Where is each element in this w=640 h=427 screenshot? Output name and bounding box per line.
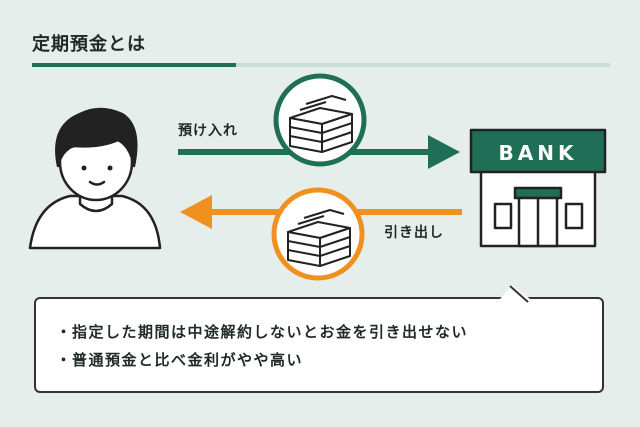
note-item: ・普通預金と比べ金利がやや高い <box>56 351 304 369</box>
money-stack-icon-deposit <box>273 73 367 167</box>
withdraw-label: 引き出し <box>384 225 444 241</box>
note-box <box>34 297 604 393</box>
person-icon <box>28 107 162 250</box>
deposit-label: 預け入れ <box>178 123 238 139</box>
title-underline-accent <box>32 63 236 67</box>
page-title: 定期預金とは <box>32 34 146 55</box>
title-underline <box>32 63 610 67</box>
bank-sign-text: BANK <box>498 141 578 165</box>
bank-building-icon <box>469 128 607 248</box>
note-item: ・指定した期間は中途解約しないとお金を引き出せない <box>56 323 469 341</box>
money-stack-icon-withdraw <box>271 187 365 281</box>
note-list: ・指定した期間は中途解約しないとお金を引き出せない ・普通預金と比べ金利がやや高… <box>56 318 468 374</box>
